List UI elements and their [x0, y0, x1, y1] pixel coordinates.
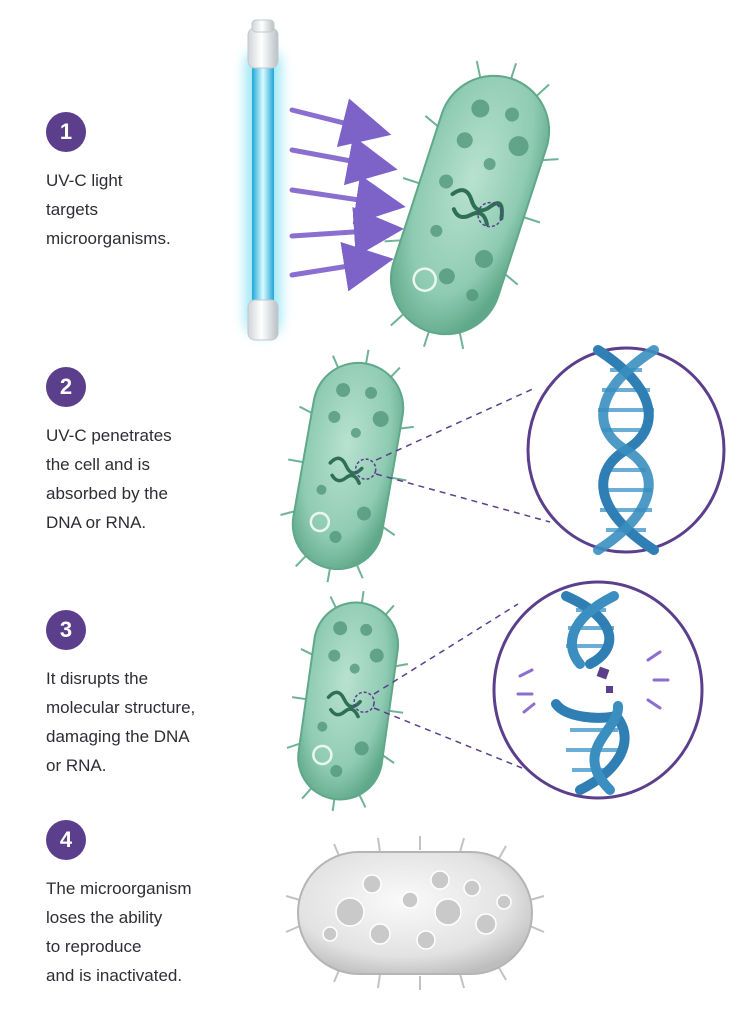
step-number-badge: 1: [46, 112, 86, 152]
step-3: 3 It disrupts the molecular structure, d…: [46, 610, 246, 780]
step-number-badge: 4: [46, 820, 86, 860]
damaged-dna-icon: [492, 580, 704, 800]
step-description: It disrupts the molecular structure, dam…: [46, 669, 196, 775]
step-4: 4 The microorganism loses the ability to…: [46, 820, 246, 990]
step-1: 1 UV-C light targets microorganisms.: [46, 112, 216, 253]
step-number-badge: 3: [46, 610, 86, 650]
step-description: UV-C penetrates the cell and is absorbed…: [46, 426, 172, 532]
light-arrow-icon: [289, 98, 406, 292]
step-description: UV-C light targets microorganisms.: [46, 171, 171, 248]
bacterium-icon: [286, 590, 409, 812]
dna-helix-icon: [526, 345, 726, 555]
step-2: 2 UV-C penetrates the cell and is absorb…: [46, 367, 216, 537]
bacterium-icon: [280, 349, 414, 583]
step-number-badge: 2: [46, 367, 86, 407]
inactivated-bacterium-icon: [285, 836, 545, 990]
bacterium-icon: [384, 60, 559, 350]
uv-lamp-icon: [245, 19, 281, 341]
step-description: The microorganism loses the ability to r…: [46, 879, 192, 985]
